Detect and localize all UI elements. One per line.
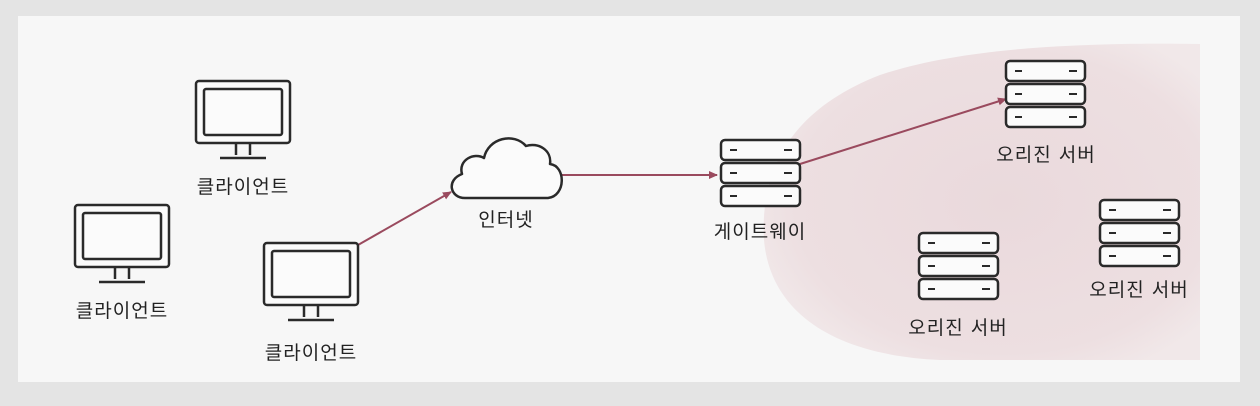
server-icon <box>917 231 1000 301</box>
origin-server-label: 오리진 서버 <box>1089 279 1189 301</box>
monitor-icon <box>262 241 360 322</box>
client-label: 클라이언트 <box>75 300 169 322</box>
monitor-icon <box>194 79 292 160</box>
arrow-client-to-internet <box>357 191 452 246</box>
server-icon <box>1098 198 1181 268</box>
cloud-icon <box>450 137 563 200</box>
client-label: 클라이언트 <box>196 176 290 198</box>
gateway-label: 게이트웨이 <box>713 221 807 243</box>
client-label: 클라이언트 <box>264 342 358 364</box>
origin-region <box>763 43 1200 361</box>
internet-label: 인터넷 <box>478 209 534 231</box>
server-icon <box>1004 59 1087 129</box>
origin-server-label: 오리진 서버 <box>908 317 1008 339</box>
origin-server-label: 오리진 서버 <box>996 144 1096 166</box>
arrow-gateway-to-origin <box>799 97 1007 165</box>
monitor-icon <box>73 203 171 284</box>
server-icon <box>719 138 802 208</box>
